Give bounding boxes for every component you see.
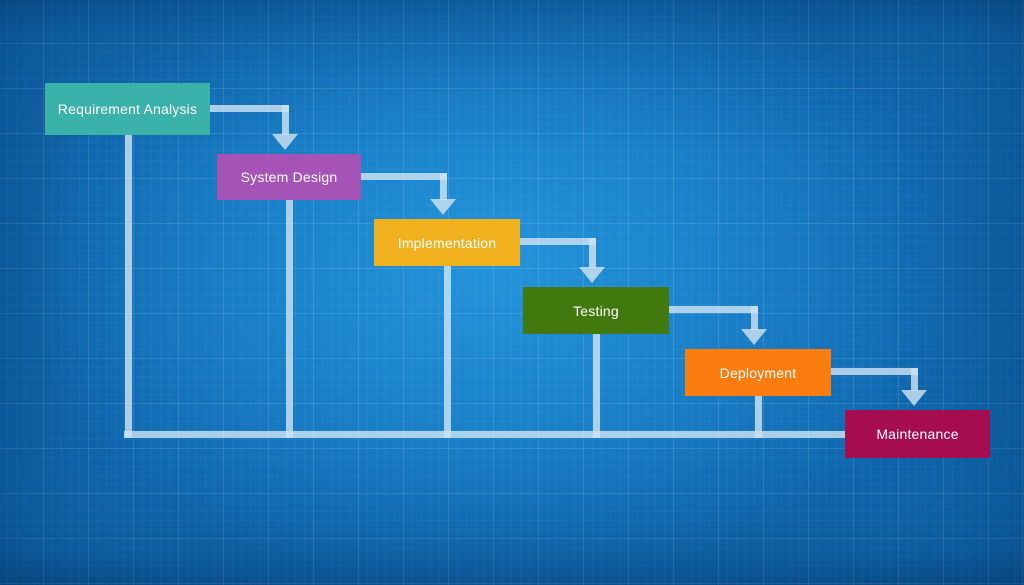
phase-label-implementation: Implementation — [397, 234, 497, 251]
flow-connector-horizontal — [361, 173, 447, 180]
flow-connector-vertical — [910, 368, 918, 391]
flow-connector-horizontal — [831, 368, 918, 375]
phase-box-implementation: Implementation — [374, 219, 520, 266]
feedback-line-vertical — [285, 200, 293, 438]
phase-label-deployment: Deployment — [719, 364, 797, 381]
flow-connector-horizontal — [520, 238, 596, 245]
feedback-line-vertical — [754, 396, 762, 438]
phase-box-maintenance: Maintenance — [845, 410, 990, 458]
phase-box-testing: Testing — [523, 287, 669, 334]
phase-label-testing: Testing — [573, 302, 619, 319]
phase-label-maintenance: Maintenance — [876, 426, 959, 442]
arrow-down-icon — [901, 390, 927, 406]
phase-box-deployment: Deployment — [685, 349, 831, 396]
phase-box-requirement-analysis: Requirement Analysis — [45, 83, 210, 135]
arrow-down-icon — [741, 329, 767, 345]
flow-connector-vertical — [281, 105, 289, 135]
phase-label-requirement-analysis: Requirement Analysis — [57, 101, 198, 117]
flow-connector-vertical — [750, 306, 758, 330]
flow-connector-vertical — [588, 238, 596, 268]
flow-connector-vertical — [439, 173, 447, 200]
arrow-down-icon — [579, 267, 605, 283]
flow-connector-horizontal — [210, 105, 289, 112]
feedback-line-vertical — [124, 135, 132, 438]
feedback-line-horizontal — [124, 431, 845, 438]
arrow-down-icon — [430, 199, 456, 215]
feedback-line-vertical — [443, 266, 451, 438]
phase-box-system-design: System Design — [217, 154, 361, 200]
arrow-down-icon — [272, 134, 298, 150]
feedback-line-vertical — [592, 334, 600, 438]
phase-label-system-design: System Design — [240, 169, 338, 185]
flow-connector-horizontal — [669, 306, 758, 313]
